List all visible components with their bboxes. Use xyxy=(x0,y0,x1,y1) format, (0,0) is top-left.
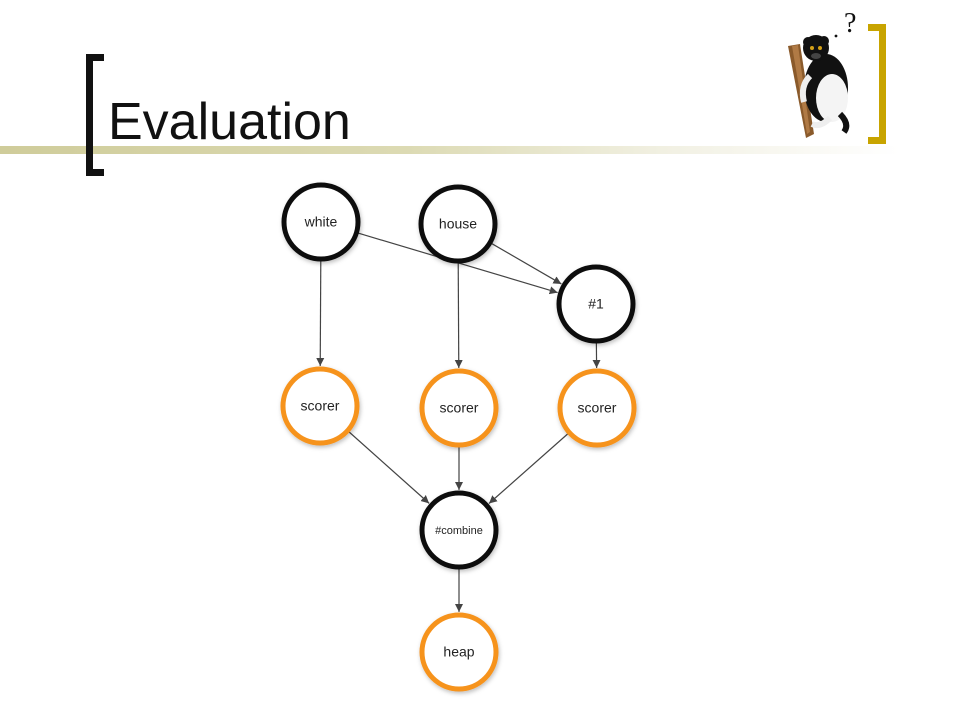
right-bracket-decoration xyxy=(868,24,886,144)
node-scorer3: scorer xyxy=(557,368,637,448)
node-circle-house xyxy=(418,184,498,264)
node-label-scorer3: scorer xyxy=(578,400,617,416)
title-underline xyxy=(0,146,900,154)
node-heap: heap xyxy=(419,612,499,692)
node-label-house: house xyxy=(439,216,477,232)
lemur-question-icon: ? xyxy=(788,8,856,138)
node-circle-scorer2 xyxy=(419,368,499,448)
page-title: Evaluation xyxy=(108,93,351,151)
edge-house-to-scorer2 xyxy=(454,260,463,369)
node-label-heap: heap xyxy=(443,644,474,660)
node-label-scorer1: scorer xyxy=(301,398,340,414)
node-scorer1: scorer xyxy=(280,366,360,446)
node-label-n1: #1 xyxy=(588,296,604,312)
edge-scorer3-to-combine xyxy=(488,432,570,504)
node-label-white: white xyxy=(304,214,338,230)
node-label-scorer2: scorer xyxy=(440,400,479,416)
node-house: house xyxy=(418,184,498,264)
node-label-combine: #combine xyxy=(435,525,483,537)
node-circle-scorer3 xyxy=(557,368,637,448)
node-circle-white xyxy=(281,182,361,262)
node-circle-heap xyxy=(419,612,499,692)
edge-house-to-n1 xyxy=(489,242,562,285)
left-bracket-decoration xyxy=(86,54,104,176)
node-circle-combine xyxy=(419,490,499,570)
node-combine: #combine xyxy=(419,490,499,570)
edge-white-to-scorer1 xyxy=(316,258,325,367)
node-circle-n1 xyxy=(556,264,636,344)
node-scorer2: scorer xyxy=(419,368,499,448)
edge-scorer1-to-combine xyxy=(347,430,430,504)
node-circle-scorer1 xyxy=(280,366,360,446)
node-n1: #1 xyxy=(556,264,636,344)
node-white: white xyxy=(281,182,361,262)
logo-question-mark: ? xyxy=(844,8,856,39)
